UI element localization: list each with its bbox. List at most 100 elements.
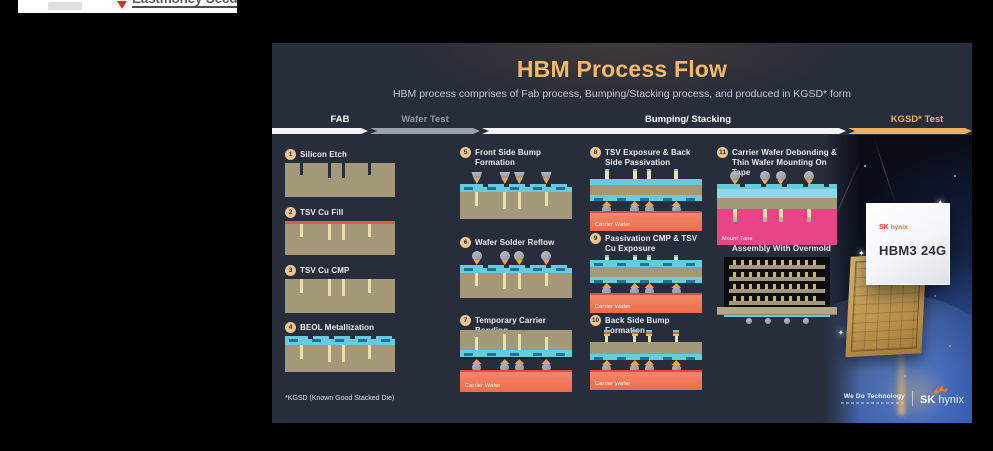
tsv-via [368,279,372,293]
solder-bump [513,359,525,372]
stars [824,135,826,137]
stage-bar-wafer-test [370,128,480,134]
micro-bump-row [732,296,822,301]
tsv-via [368,345,372,359]
step-number-badge: 7 [460,315,471,326]
passivation-layer [460,265,572,273]
tsv-via [503,334,507,350]
bump-row [590,283,702,296]
step-number-badge: 11 [717,147,728,158]
mount-tape-label: Mount Tape [722,236,753,242]
silicon-wafer-layer [717,198,837,209]
tsv-via [503,192,507,209]
tsv-via [517,192,521,209]
solder-bump [540,172,552,184]
watermark-logo-fragment [48,2,82,10]
solder-bump [499,251,511,265]
passivation-layer [717,184,837,189]
etched-slit [300,163,303,175]
step-number-badge: 5 [460,147,471,158]
step-label: Passivation CMP & TSV Cu Exposure [605,234,698,254]
bump-in-tape [763,209,767,222]
passivation-layer [590,179,702,185]
chip-model-text: HBM3 24G [879,243,947,258]
silicon-wafer-layer [460,273,572,298]
step-label: Front Side Bump Formation [475,148,541,168]
stage-label-kgsd-test: KGSD* Test [890,114,944,125]
step-number-badge: 10 [590,315,601,326]
diagram-passivation-cmp: Carrier Wafer [590,255,702,313]
diagram-carrier-debonding-mount-tape: Mount Tape [717,171,837,245]
watermark-triangle-icon [117,1,127,9]
watermark-strip: Eastmoney Securities [18,0,237,13]
bump-in-tape [778,209,783,222]
solder-bump [643,201,655,214]
tsv-pillar [604,169,609,179]
passivation-layer [285,336,395,345]
tsv-pillar [674,169,679,179]
passivation-layer [590,354,702,360]
slogan: We Do Technology [840,393,905,404]
silicon-wafer-layer [460,192,572,219]
back-bump-row [590,330,702,342]
bump-row [717,171,837,185]
silicon-wafer-layer [285,163,395,197]
stage-bar-bumping-stacking [482,128,846,134]
footer-divider [911,390,913,406]
diagram-tsv-cu-cmp [285,279,395,313]
base-solder-ball [765,318,771,324]
tsv-via [300,345,303,359]
page-title: HBM Process Flow [516,56,728,82]
bond-line [460,357,572,359]
back-side-bump [603,330,610,342]
diagram-temporary-carrier-bonding: Carrier Wafer [460,330,572,392]
tsv-pillar [647,255,652,260]
passivation-layer [590,260,702,267]
step-header-1: 1 Silicon Etch [285,149,395,160]
base-passivation [724,315,830,317]
step-header-5: 5 Front Side Bump Formation [460,147,568,168]
stage-label-fab: FAB [330,114,350,125]
hbm3-chip-card: SK hynix HBM3 24G [866,203,950,285]
step-header-3: 3 TSV Cu CMP [285,265,395,276]
solder-bump [729,171,741,185]
etched-slit [368,163,372,175]
solder-bump [471,251,483,265]
solder-bump [540,359,552,372]
brand-sk: SK [919,394,936,406]
bump-row [460,172,572,184]
page-subtitle: HBM process comprises of Fab process, Bu… [392,88,852,100]
bump-in-tape [733,209,737,222]
tsv-via [327,224,331,240]
solder-bump [670,283,682,296]
carrier-wafer-block: Carrier Wafer [460,370,572,392]
solder-bump [670,360,682,373]
back-side-bump [631,330,638,342]
step-header-8: 8 TSV Exposure & Back Side Passivation [590,147,700,168]
diagram-tsv-exposure-passivation: Carrier Wafer [590,169,702,231]
micro-bump-row [732,260,822,265]
step-header-10: 10 Back Side Bump Formation [590,315,702,336]
silicon-wafer-layer [285,224,395,255]
kgsd-footnote: *KGSD (Known Good Stacked Die) [285,395,395,402]
tsv-pillar [632,169,637,179]
step-label: Silicon Etch [300,150,347,159]
diagram-silicon-etch [285,163,395,197]
sk-hynix-mini-logo: SK hynix [879,224,908,231]
back-side-bump [673,330,680,342]
passivation-layer [590,277,702,283]
carrier-wafer-label: Carrier Wafer [595,304,631,310]
solder-bump [601,201,613,214]
stacked-die [729,289,825,293]
step-number-badge: 9 [590,233,601,244]
tsv-pillar [604,255,609,260]
step-header-2: 2 TSV Cu Fill [285,207,395,218]
silicon-wafer-layer [285,345,395,372]
silicon-wafer-layer [590,267,702,277]
carrier-wafer-label: Carrier Wafer [595,381,631,387]
solder-bump [513,251,525,265]
sparkle-icon: ✦ [936,199,945,210]
solder-bump [499,359,511,372]
tsv-via [327,279,331,296]
